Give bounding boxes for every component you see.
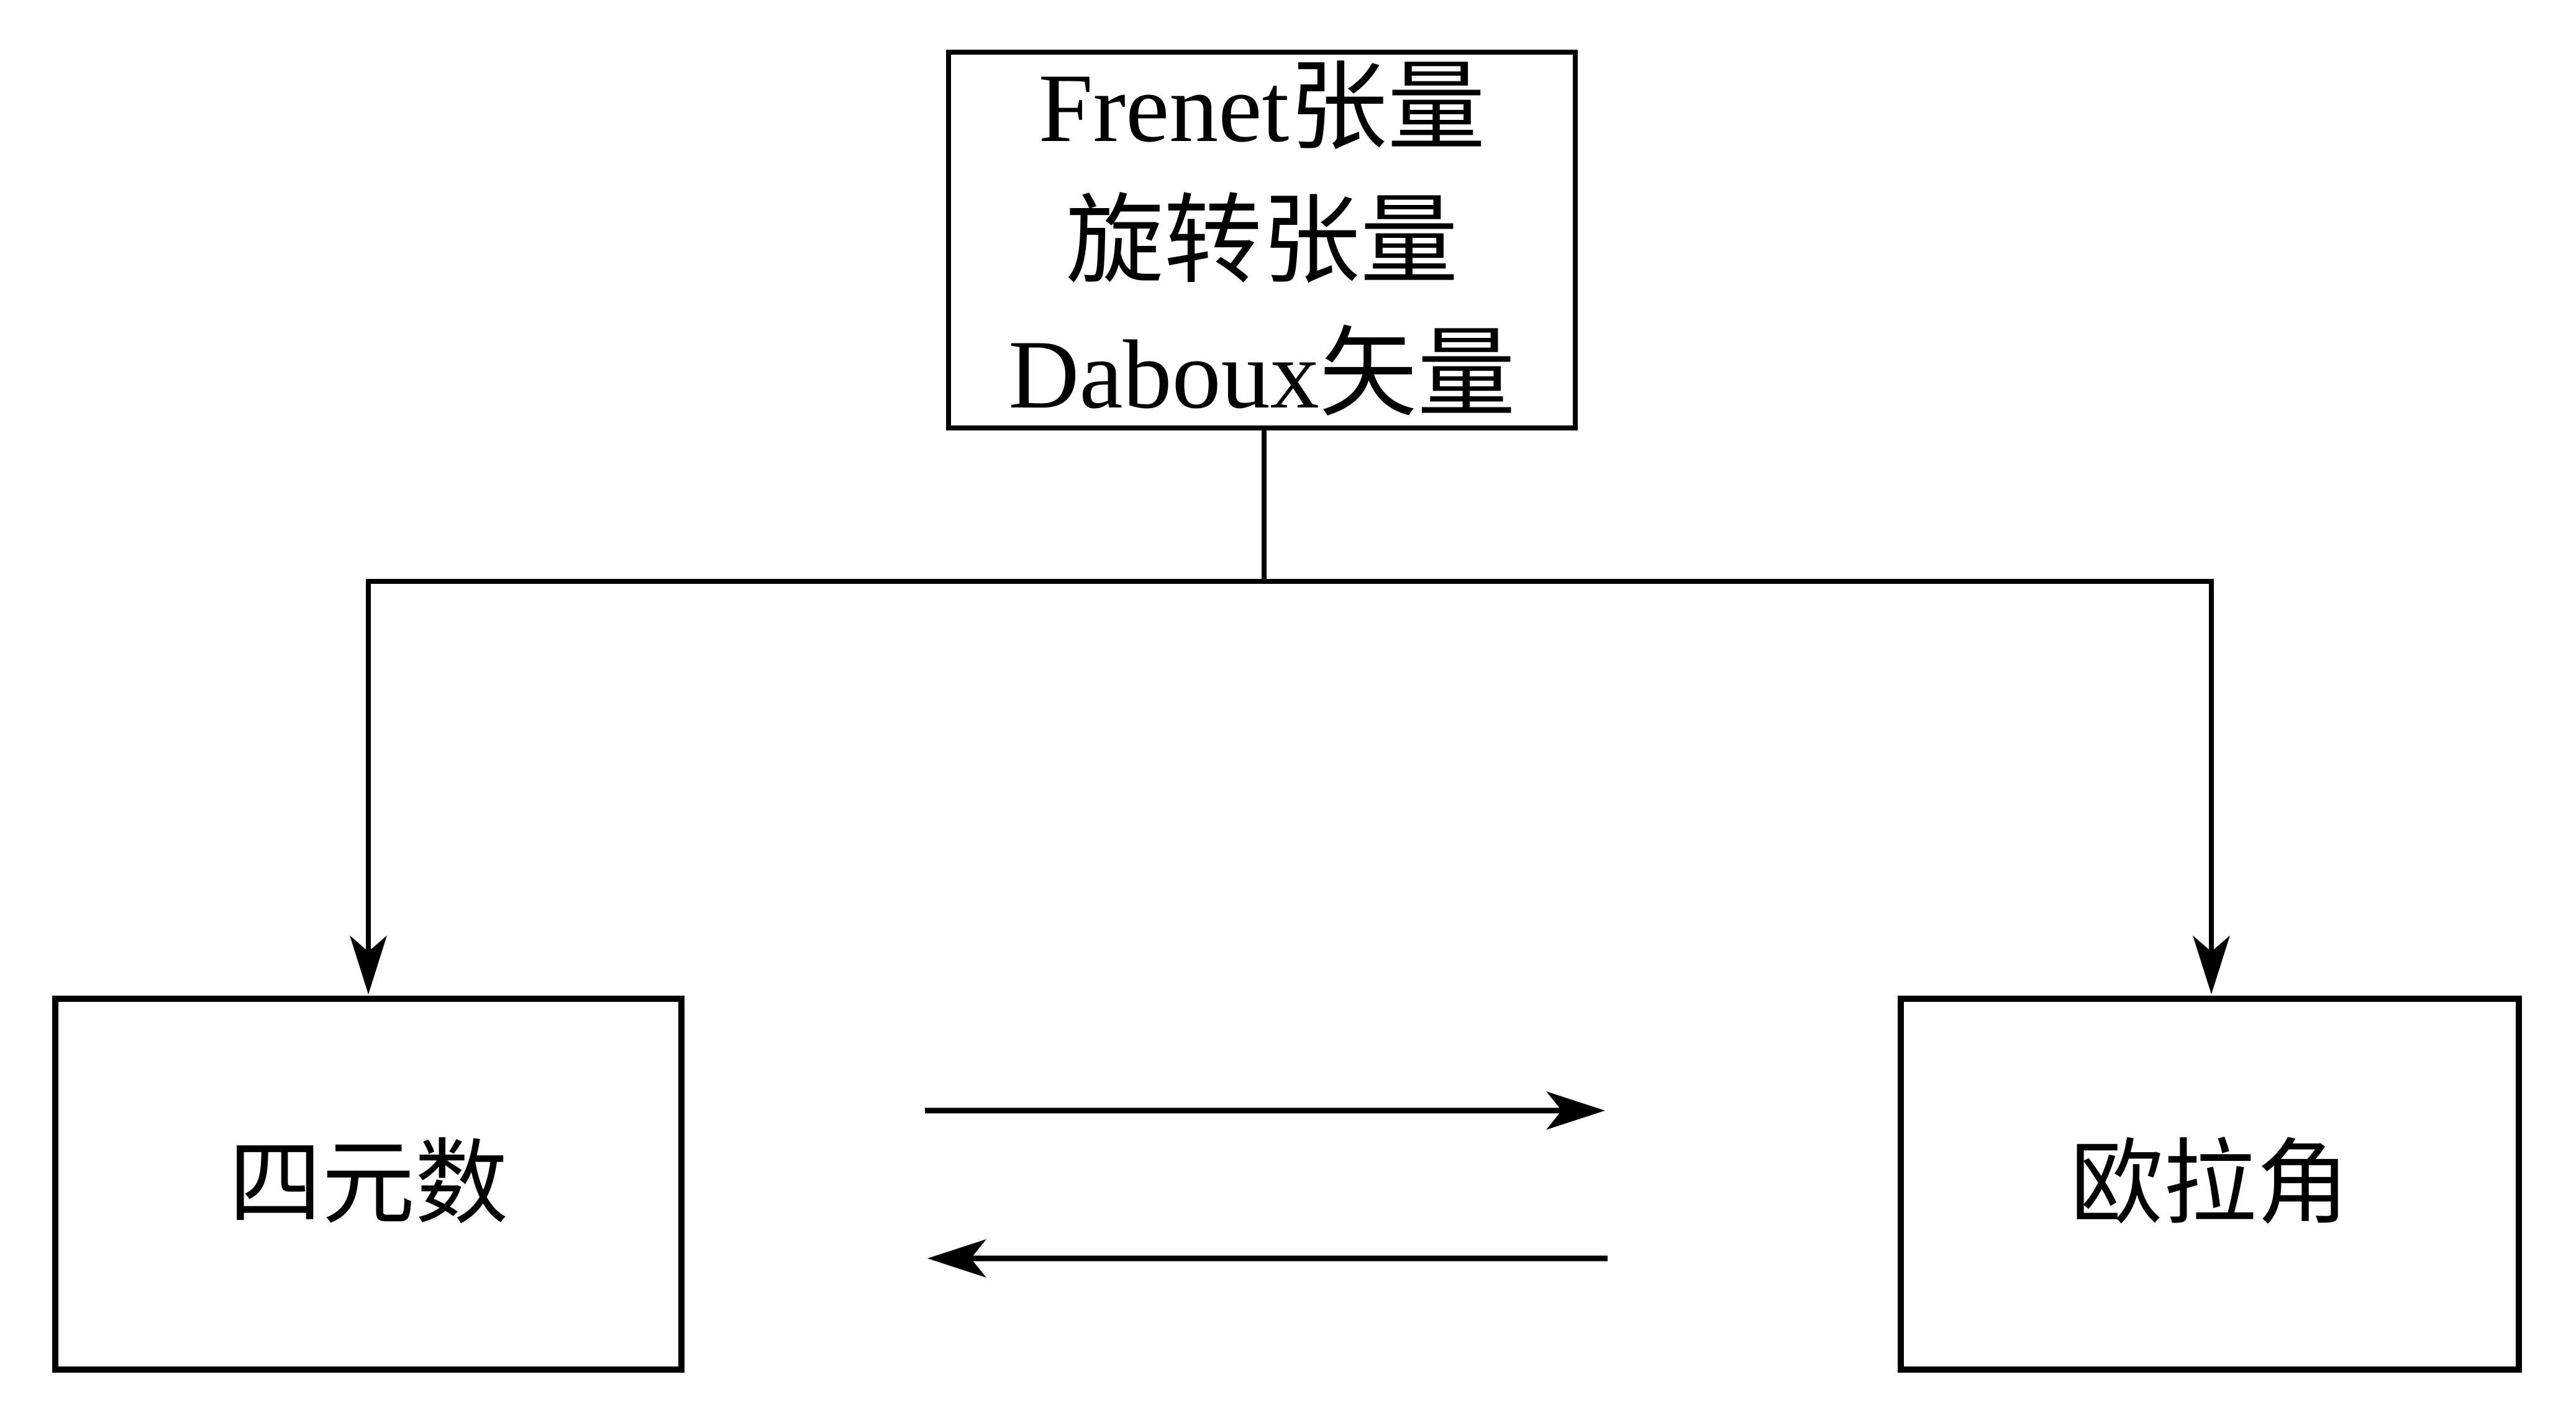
tensor-source-line-3: Daboux矢量 [1008,321,1516,429]
tensor-source-box: Frenet张量 旋转张量 Daboux矢量 [946,50,1578,430]
tensor-source-line-2: 旋转张量 [1065,187,1459,296]
down-arrowhead-left-icon [350,935,387,994]
euler-angle-box: 欧拉角 [1898,996,2522,1373]
left-arrowhead-icon [927,1239,986,1278]
euler-angle-label: 欧拉角 [2070,1132,2350,1236]
right-arrowhead-icon [1546,1091,1605,1130]
quaternion-label: 四元数 [228,1132,508,1236]
tensor-source-line-1: Frenet张量 [1038,54,1486,163]
quaternion-box: 四元数 [52,996,685,1373]
down-arrowhead-right-icon [2193,935,2230,994]
